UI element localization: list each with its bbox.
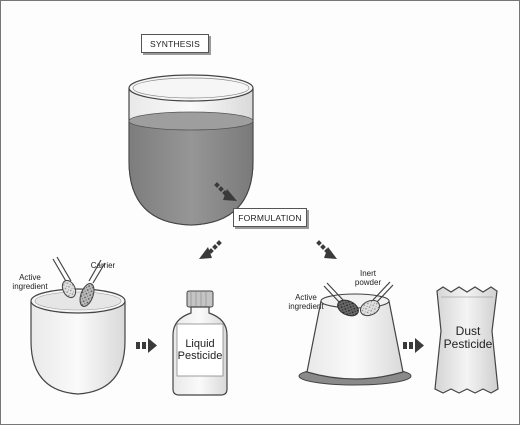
active-ingredient-scoop-right (323, 282, 359, 317)
liquid-pesticide-label: Liquid Pesticide (177, 338, 223, 362)
synthesis-label-text: SYNTHESIS (150, 38, 200, 49)
dust-pesticide-label: Dust Pesticide (443, 324, 493, 351)
arrow-to-dust-pesticide (403, 338, 424, 353)
arrow-to-dust-mixer (316, 240, 337, 259)
active-ingredient-label-right: Active ingredient (288, 293, 324, 311)
carrier-label: Carrier (90, 261, 116, 270)
carrier-scoop (79, 259, 106, 307)
active-ingredient-label-left: Active ingredient (12, 273, 48, 291)
formulation-label-text: FORMULATION (238, 212, 302, 223)
arrow-to-liquid-pesticide (136, 338, 157, 353)
synthesis-vessel (128, 74, 254, 226)
synthesis-label: SYNTHESIS (141, 34, 209, 53)
inert-powder-label: Inert powder (354, 269, 382, 287)
liquid-pesticide-bottle (172, 290, 228, 396)
formulation-label: FORMULATION (233, 208, 307, 227)
active-ingredient-scoop-left (52, 256, 77, 299)
liquid-mixing-vessel (30, 288, 126, 395)
dust-pesticide-bag (434, 286, 499, 394)
inert-powder-scoop (359, 281, 394, 317)
arrow-to-liquid-mixer (199, 240, 222, 259)
arrow-to-formulation (214, 182, 237, 201)
